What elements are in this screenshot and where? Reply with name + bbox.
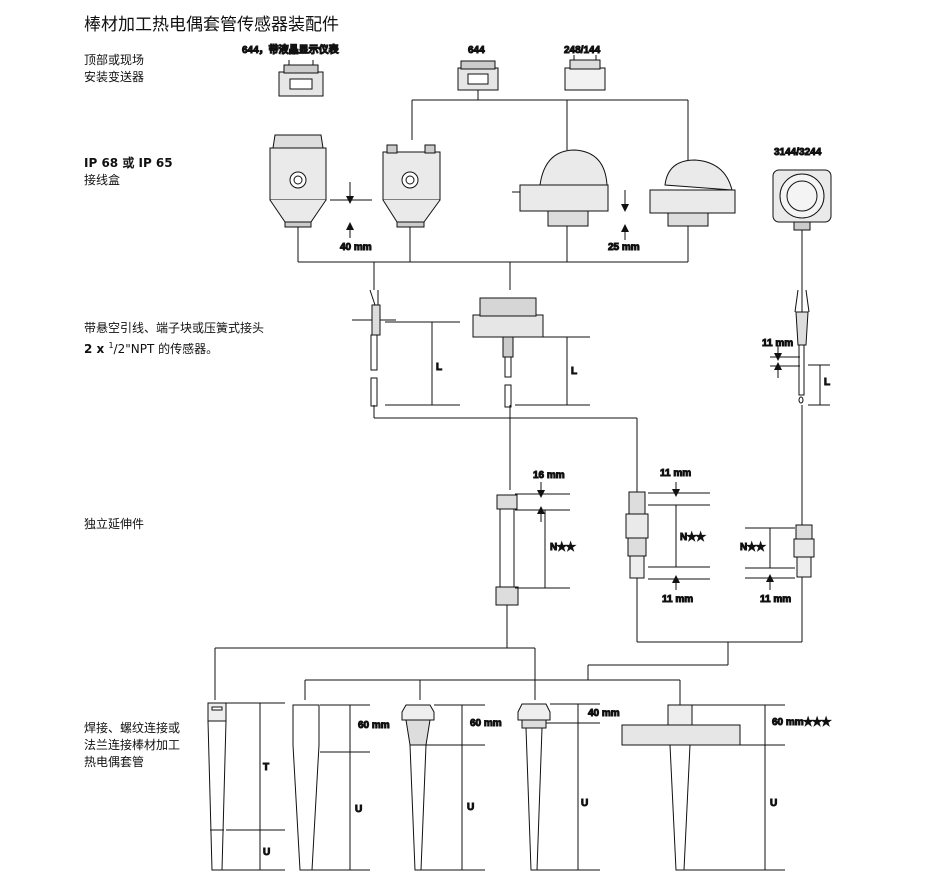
thermowell-flanged: [621, 704, 741, 871]
page-title: 棒材加工热电偶套管传感器装配件: [84, 15, 339, 35]
junction-box-3: [512, 149, 609, 227]
label-644: 644: [468, 45, 485, 56]
junction-box-1: [269, 134, 327, 228]
dim-11mm-sensor: 11 mm: [762, 338, 793, 349]
transmitter-644-lcd: [278, 60, 324, 97]
dim-N1: N★★: [550, 542, 575, 553]
thermowell-socket-weld: [292, 704, 320, 871]
dim-60mm-c: 60 mm★★★: [772, 717, 831, 728]
sensor-spring-loaded: [794, 289, 810, 404]
junction-box-section-label: IP 68 或 IP 65 接线盒: [84, 156, 173, 187]
dim-T: T: [263, 762, 269, 773]
sensor-flying-leads: [352, 289, 396, 407]
junction-box-2: [382, 144, 441, 228]
thermowell-threaded-2: [517, 703, 551, 871]
dim-L3: L: [824, 377, 830, 388]
dim-40mm: 40 mm: [340, 242, 372, 253]
thermowell-weld: [207, 702, 227, 871]
extension-union: [495, 494, 519, 606]
dim-U3: U: [467, 802, 474, 813]
dim-11mm-ext-bot: 11 mm: [662, 594, 693, 605]
label-248-144: 248/144: [564, 45, 601, 56]
dim-L2: L: [571, 366, 577, 377]
dim-16mm: 16 mm: [533, 470, 565, 481]
dim-N3: N★★: [740, 542, 765, 553]
dim-40mm-b: 40 mm: [588, 708, 620, 719]
label-3144-3244: 3144/3244: [774, 147, 822, 158]
junction-box-3144: [772, 169, 832, 231]
junction-box-4: [649, 159, 736, 227]
extension-short-nipple: [793, 524, 815, 578]
dim-11mm-ext-top: 11 mm: [660, 468, 691, 479]
transmitter-section-label: 顶部或现场 安装变送器: [84, 53, 145, 84]
transmitter-248-144: [564, 55, 606, 91]
dim-60mm-a: 60 mm: [358, 720, 390, 731]
thermowell-section-label: 焊接、螺纹连接或 法兰连接棒材加工 热电偶套管: [84, 721, 181, 769]
dim-U2: U: [355, 804, 362, 815]
label-644-lcd: 644，带液晶显示仪表: [242, 43, 340, 56]
dim-25mm: 25 mm: [608, 242, 640, 253]
dim-11mm-ext3-bot: 11 mm: [760, 594, 791, 605]
dim-U4: U: [581, 798, 588, 809]
dim-U1: U: [263, 847, 270, 858]
thermowell-threaded: [401, 704, 435, 871]
extension-nipple: [625, 491, 649, 579]
dim-N2: N★★: [680, 532, 705, 543]
sensor-terminal-block: [472, 297, 544, 408]
sensor-section-label: 带悬空引线、端子块或压簧式接头 2 x 1/2"NPT 的传感器。: [84, 321, 265, 356]
dim-60mm-b: 60 mm: [470, 718, 502, 729]
extension-section-label: 独立延伸件: [84, 517, 145, 531]
transmitter-644: [457, 60, 499, 91]
dim-L1: L: [436, 362, 442, 373]
dim-U5: U: [770, 798, 777, 809]
